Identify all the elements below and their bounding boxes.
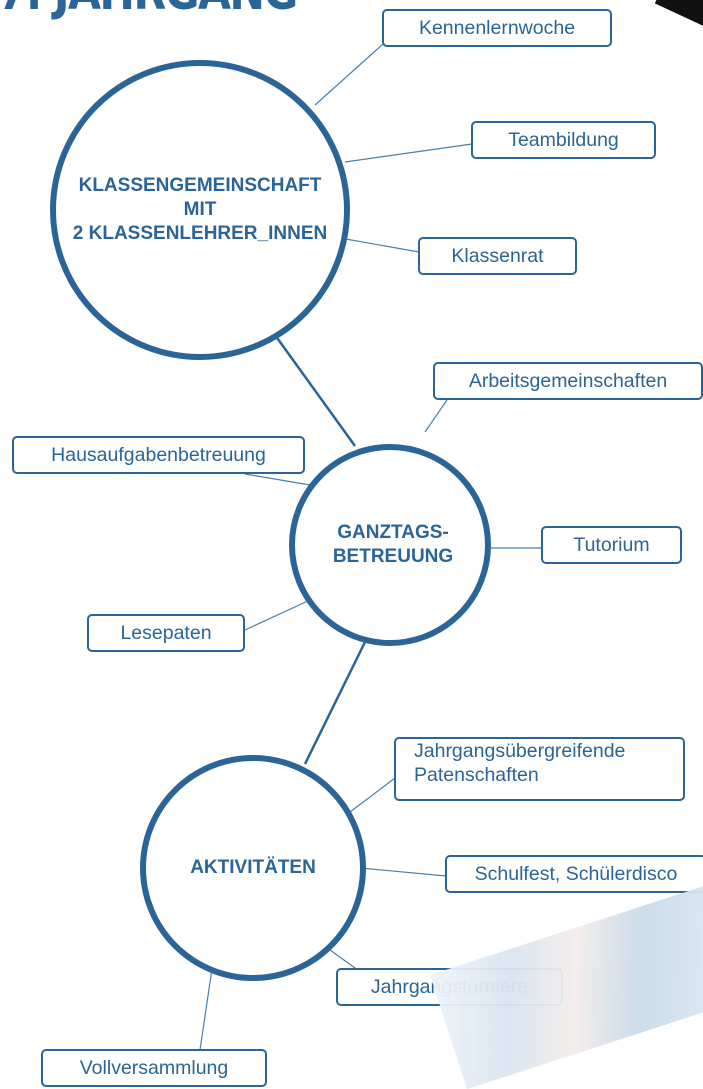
hub-label-line: BETREUUNG xyxy=(332,546,454,567)
link-klassen-ganztag xyxy=(273,334,357,447)
item-patenschaften: Jahrgangsübergreifende Patenschaften xyxy=(394,737,685,801)
connector-vollversammlung xyxy=(199,961,214,1051)
hub-label-klassengemeinschaft: KLASSENGEMEINSCHAFT MIT 2 KLASSENLEHRER_… xyxy=(73,174,327,246)
connector-lesepaten xyxy=(244,599,311,631)
connector-arbeitsgemeinschaften xyxy=(424,399,448,433)
hub-label-ganztagsbetreuung: GANZTAGS- BETREUUNG xyxy=(333,521,453,569)
hub-label-line: 2 KLASSENLEHRER_INNEN xyxy=(72,223,328,245)
item-teambildung: Teambildung xyxy=(471,121,656,159)
hub-label-line: MIT xyxy=(183,198,217,220)
connector-klassenrat xyxy=(339,237,420,253)
item-kennenlernwoche: Kennenlernwoche xyxy=(382,9,612,47)
item-tutorium: Tutorium xyxy=(541,526,682,564)
item-patenschaften-line2: Patenschaften xyxy=(414,764,539,787)
connector-kennenlernwoche xyxy=(314,43,384,106)
hub-links xyxy=(273,334,367,765)
page-title: 7. JAHRGANG xyxy=(0,0,298,18)
hub-circle-ganztagsbetreuung xyxy=(289,444,491,646)
link-ganztag-aktiv xyxy=(303,641,367,765)
item-schulfest: Schulfest, Schülerdisco xyxy=(445,855,703,893)
hub-label-line: AKTIVITÄTEN xyxy=(190,856,316,878)
item-lesepaten: Lesepaten xyxy=(87,614,245,652)
hub-label-aktivitaeten: AKTIVITÄTEN xyxy=(190,856,316,880)
connector-patenschaften xyxy=(349,777,396,813)
connector-hausaufgaben xyxy=(244,473,311,486)
connector-schulfest xyxy=(359,867,447,877)
hub-label-line: KLASSENGEMEINSCHAFT xyxy=(78,174,322,196)
item-vollversammlung: Vollversammlung xyxy=(41,1049,267,1087)
hub-circle-aktivitaeten xyxy=(140,755,366,981)
connectors xyxy=(199,43,542,1051)
mind-map-diagram xyxy=(50,43,542,1051)
connector-teambildung xyxy=(344,143,473,163)
hub-circle-klassengemeinschaft xyxy=(50,60,350,360)
item-hausaufgabenbetreuung: Hausaufgabenbetreuung xyxy=(12,436,305,474)
item-patenschaften-line1: Jahrgangsübergreifende xyxy=(414,740,626,762)
item-klassenrat: Klassenrat xyxy=(418,237,577,275)
hub-label-line: GANZTAGS- xyxy=(337,521,449,543)
item-arbeitsgemeinschaften: Arbeitsgemeinschaften xyxy=(433,362,703,400)
